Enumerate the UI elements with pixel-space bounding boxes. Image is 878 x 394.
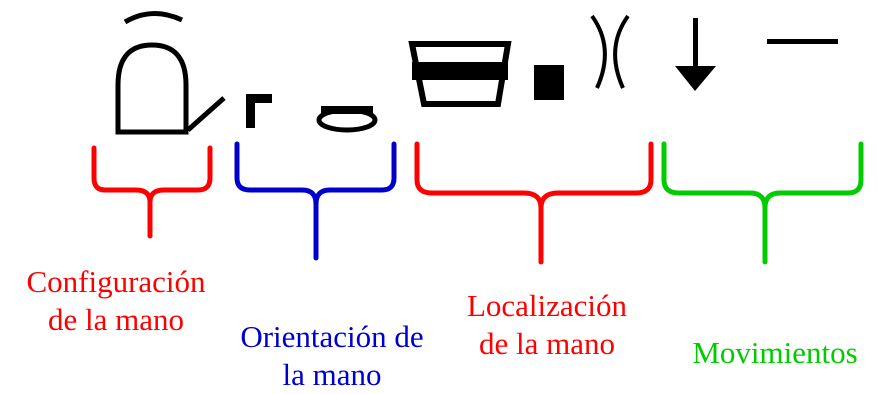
movement-label: Movimientos bbox=[672, 334, 878, 372]
contact-dot-icon bbox=[534, 65, 564, 100]
movement-brace bbox=[661, 141, 864, 265]
orientation-label: Orientación de la mano bbox=[212, 318, 452, 394]
config-label: Configuración de la mano bbox=[0, 263, 232, 339]
config-brace bbox=[91, 145, 213, 239]
straight-line-icon bbox=[767, 39, 838, 44]
movement-label-line-1: Movimientos bbox=[692, 335, 858, 370]
location-label: Localización de la mano bbox=[447, 287, 647, 363]
config-label-line-2: de la mano bbox=[47, 302, 184, 337]
orientation-label-line-1: Orientación de bbox=[240, 319, 424, 354]
location-label-line-1: Localización bbox=[466, 288, 628, 323]
down-arrow-icon bbox=[675, 18, 716, 91]
palm-down-ellipse-icon bbox=[316, 106, 378, 133]
location-label-line-2: de la mano bbox=[478, 326, 615, 361]
trunk-location-icon bbox=[408, 41, 512, 107]
config-label-line-1: Configuración bbox=[26, 264, 206, 299]
location-brace bbox=[414, 141, 654, 265]
orientation-label-line-2: la mano bbox=[282, 357, 382, 392]
palm-corner-icon bbox=[246, 94, 272, 128]
bent-hand-shape-icon bbox=[115, 11, 226, 135]
between-marks-icon bbox=[590, 14, 630, 89]
orientation-brace bbox=[234, 141, 397, 261]
